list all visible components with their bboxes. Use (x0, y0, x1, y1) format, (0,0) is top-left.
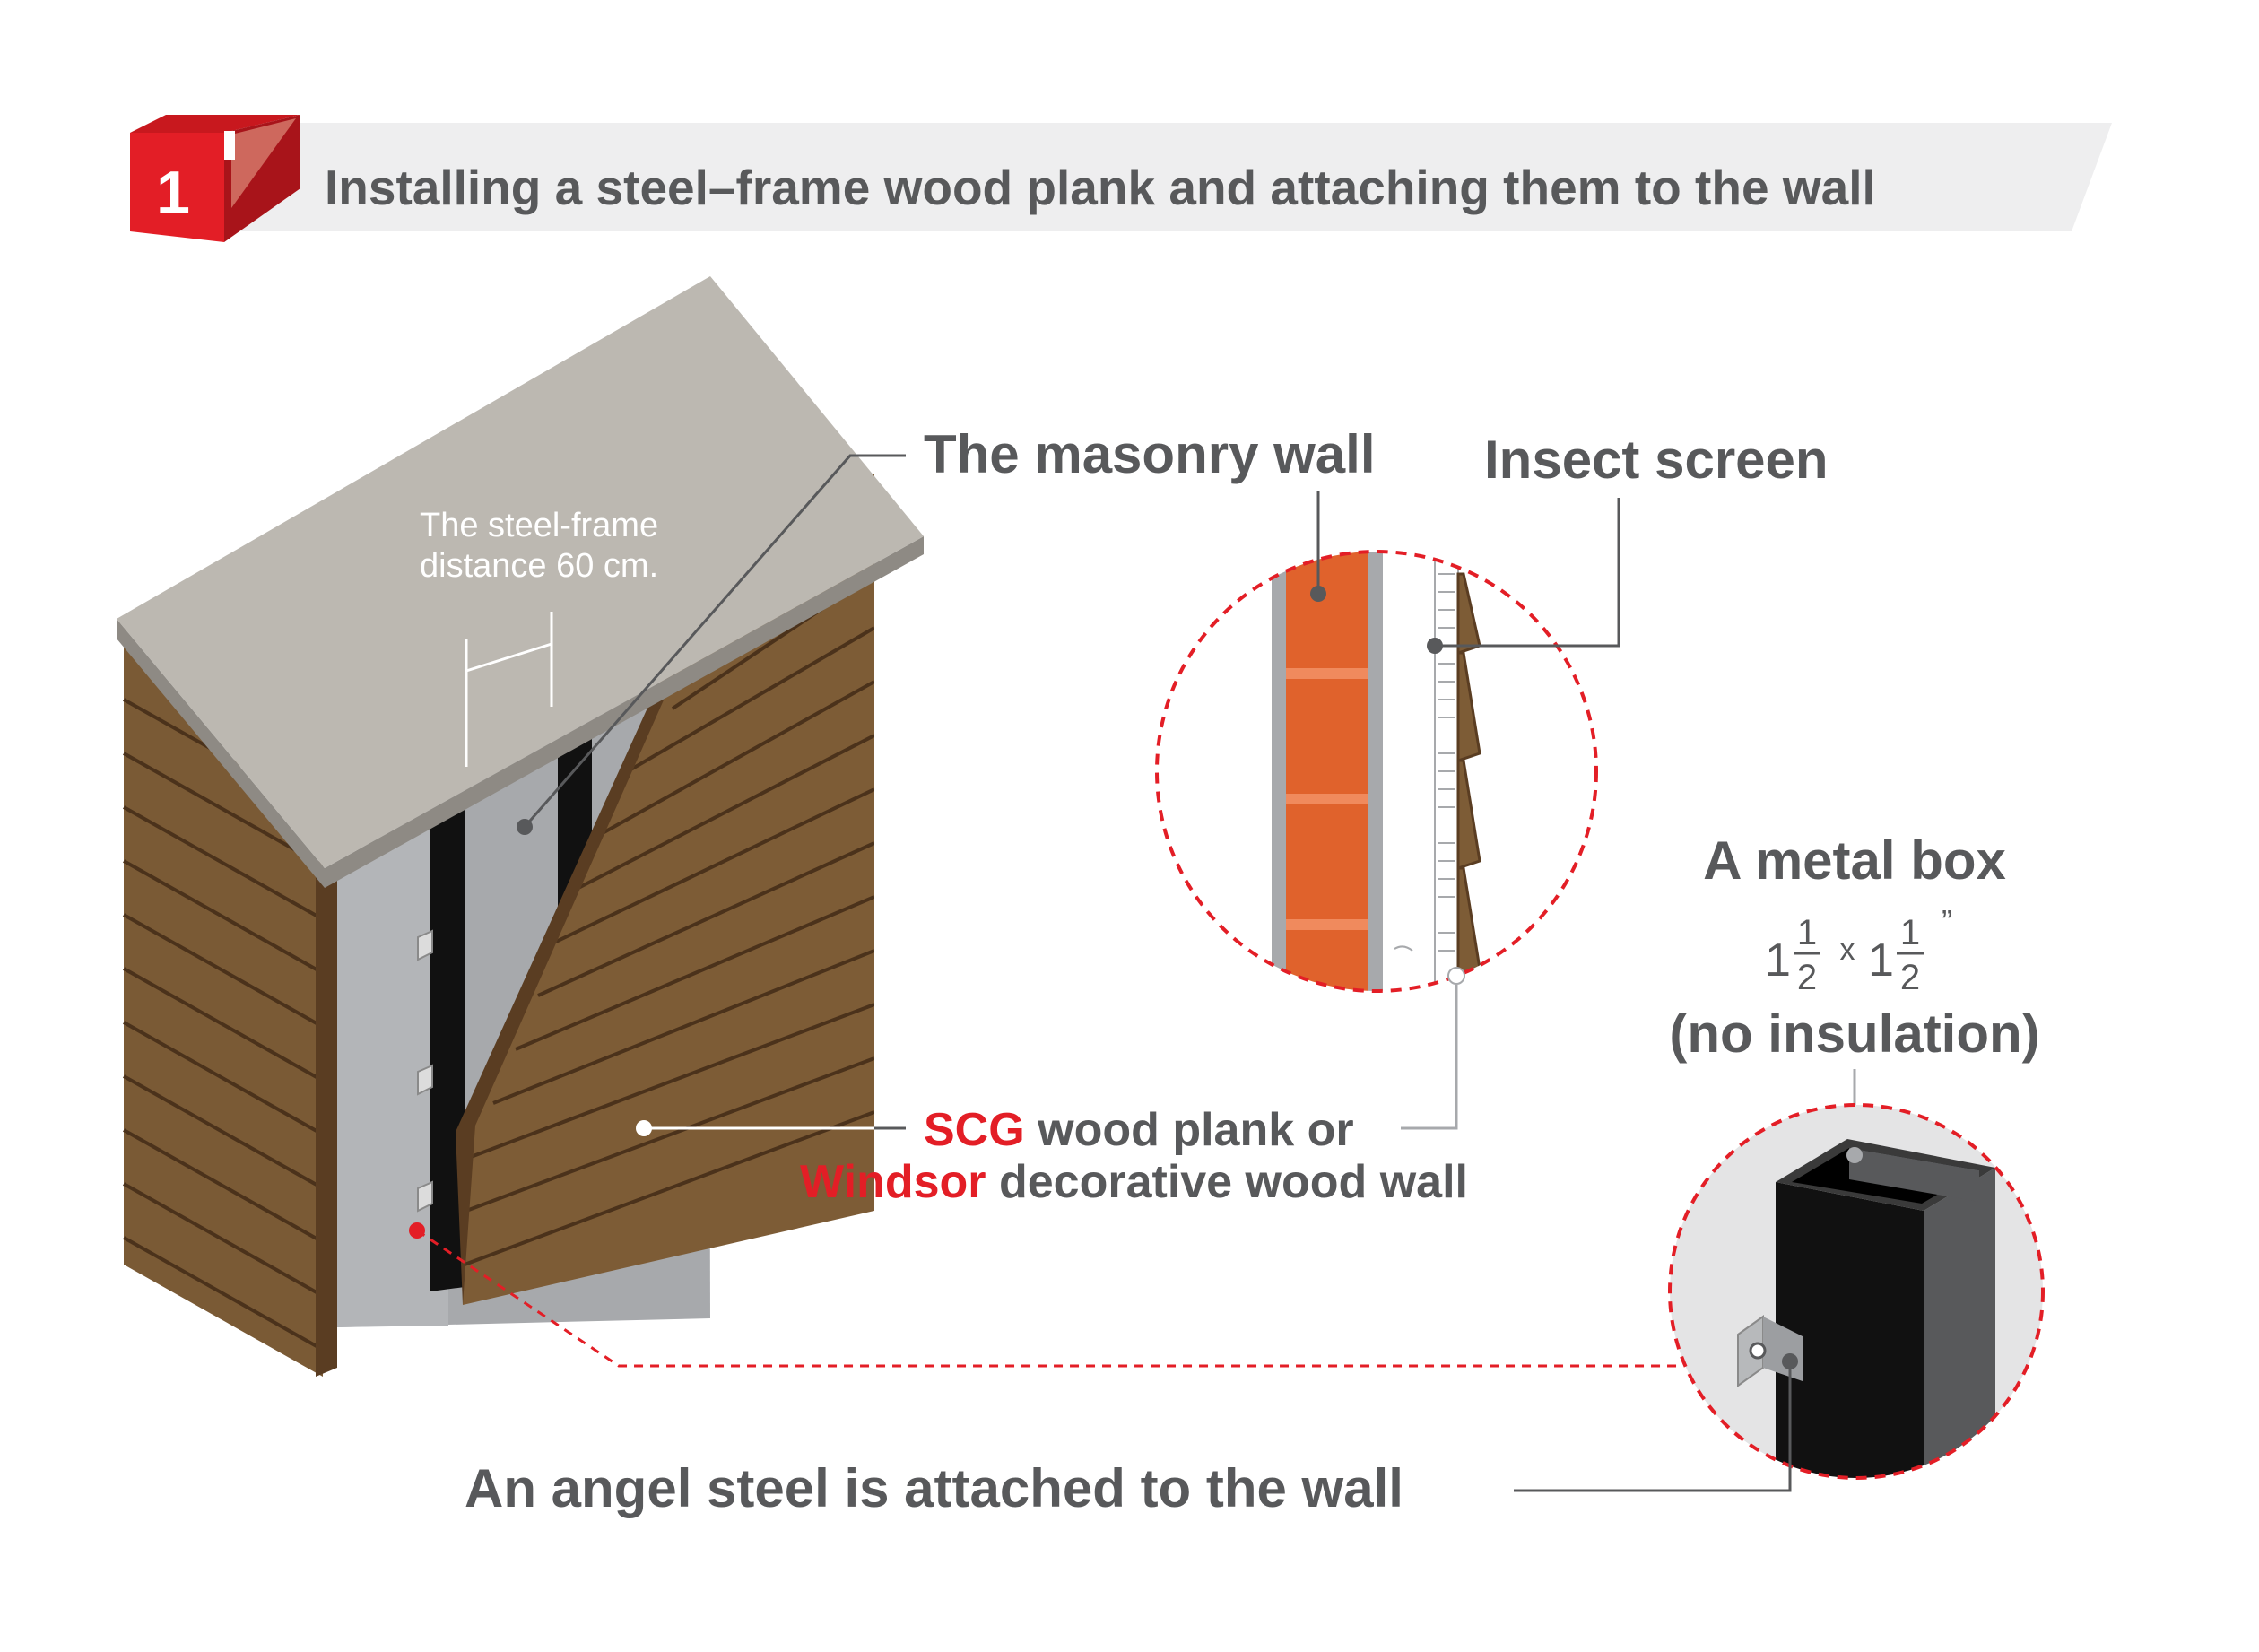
angle-steel-clips (417, 929, 433, 1213)
masonry-wall-callout: The masonry wall (517, 424, 1376, 835)
metal-box-front (1776, 1182, 1924, 1478)
angle-steel-connector (409, 1222, 1681, 1368)
section-detail-ring (1155, 550, 1598, 993)
metal-box-label: A metal box (1703, 830, 2006, 891)
siding-boards (1456, 572, 1481, 978)
page-title: Installing a steel–frame wood plank and … (325, 160, 1876, 215)
metal-box-detail (1668, 1103, 2045, 1480)
metal-box-side (1924, 1168, 1995, 1478)
svg-text:1: 1 (1868, 935, 1894, 987)
svg-text:1: 1 (1797, 913, 1817, 952)
masonry-wall-label: The masonry wall (924, 424, 1376, 484)
no-insulation-label: (no insulation) (1669, 1004, 2039, 1064)
metal-box-size: 1 1 2 x 1 1 2 ” (1765, 903, 1952, 997)
side-wall (124, 646, 323, 1377)
angle-steel-callout: An angel steel is attached to the wall (465, 1353, 1798, 1518)
insect-screen-label: Insect screen (1484, 430, 1829, 490)
step-number: 1 (156, 159, 190, 227)
wall-section-detail (1155, 491, 1598, 993)
roof-slab (117, 276, 924, 868)
front-wood-boards (464, 572, 874, 1266)
scg-brand: SCG (924, 1104, 1025, 1156)
steel-post-left (430, 791, 465, 1291)
scg-rest: wood plank or (1025, 1104, 1354, 1156)
svg-text:1: 1 (1900, 913, 1920, 952)
insect-screen-callout: Insect screen (1427, 430, 1829, 654)
windsor-brand: Windsor (800, 1156, 986, 1208)
frame-distance-marker (465, 612, 553, 767)
plaster-right (1368, 552, 1383, 991)
header: 1 Installing a steel–frame wood plank an… (130, 115, 2112, 242)
metal-box-labels: A metal box 1 1 2 x 1 1 2 ” (no insulati… (1669, 830, 2040, 1155)
scg-label: SCG wood plank or (924, 1104, 1354, 1156)
wood-plank-callout: SCG wood plank or Windsor decorative woo… (636, 967, 1468, 1208)
angle-steel-label: An angel steel is attached to the wall (465, 1458, 1403, 1518)
steel-frame-label-1: The steel-frame (420, 507, 658, 544)
header-banner (224, 123, 2112, 231)
svg-text:2: 2 (1900, 958, 1920, 997)
brick-section (1286, 552, 1368, 991)
side-wall-boards (123, 698, 324, 1352)
metal-box-ring (1668, 1103, 2045, 1480)
steel-frame-label-2: distance 60 cm. (420, 547, 658, 585)
house-illustration: The steel-frame distance 60 cm. (117, 276, 924, 1377)
plaster-left (1272, 552, 1286, 991)
svg-text:1: 1 (1765, 935, 1791, 987)
svg-text:x: x (1840, 933, 1855, 967)
windsor-rest: decorative wood wall (986, 1156, 1468, 1208)
svg-text:”: ” (1942, 903, 1952, 940)
windsor-label: Windsor decorative wood wall (800, 1156, 1468, 1208)
corner-trim (316, 863, 337, 1377)
step-badge: 1 (130, 115, 300, 242)
svg-text:2: 2 (1797, 958, 1817, 997)
